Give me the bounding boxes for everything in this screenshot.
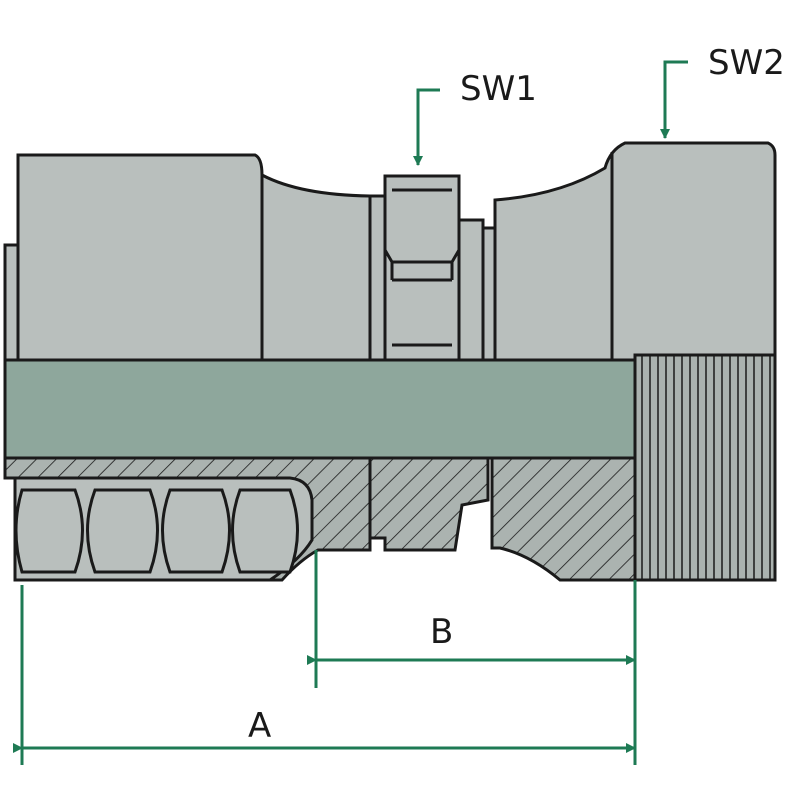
right-body [493, 141, 777, 362]
sw2-callout: SW2 [660, 43, 785, 139]
a-label: A [248, 706, 271, 746]
internal-thread [633, 353, 777, 582]
right-body-shape [493, 141, 777, 362]
bore [3, 358, 637, 460]
crimp-segment-4 [231, 488, 299, 574]
dimension-a: A [13, 585, 636, 765]
nut-flange-left [368, 194, 387, 362]
sw1-nut [368, 174, 497, 362]
crimp-segment-2 [86, 488, 159, 574]
section-right [490, 456, 637, 582]
hex-nut [383, 174, 461, 362]
sw1-callout: SW1 [413, 69, 537, 166]
left-socket [16, 153, 372, 362]
sw1-label: SW1 [460, 69, 537, 109]
sw2-label: SW2 [708, 43, 785, 83]
sw2-leader [660, 60, 688, 139]
nut-collar [457, 218, 485, 362]
section-nut [368, 456, 490, 552]
hose-crimp [13, 476, 314, 582]
dimension-b: B [307, 550, 637, 765]
crimp-segment-3 [161, 488, 231, 574]
sw1-leader [413, 88, 440, 166]
left-body [3, 153, 372, 362]
crimp-segment-1 [14, 488, 84, 574]
hex-facets [383, 188, 461, 347]
b-label: B [430, 612, 453, 652]
nut-ring [481, 226, 497, 362]
